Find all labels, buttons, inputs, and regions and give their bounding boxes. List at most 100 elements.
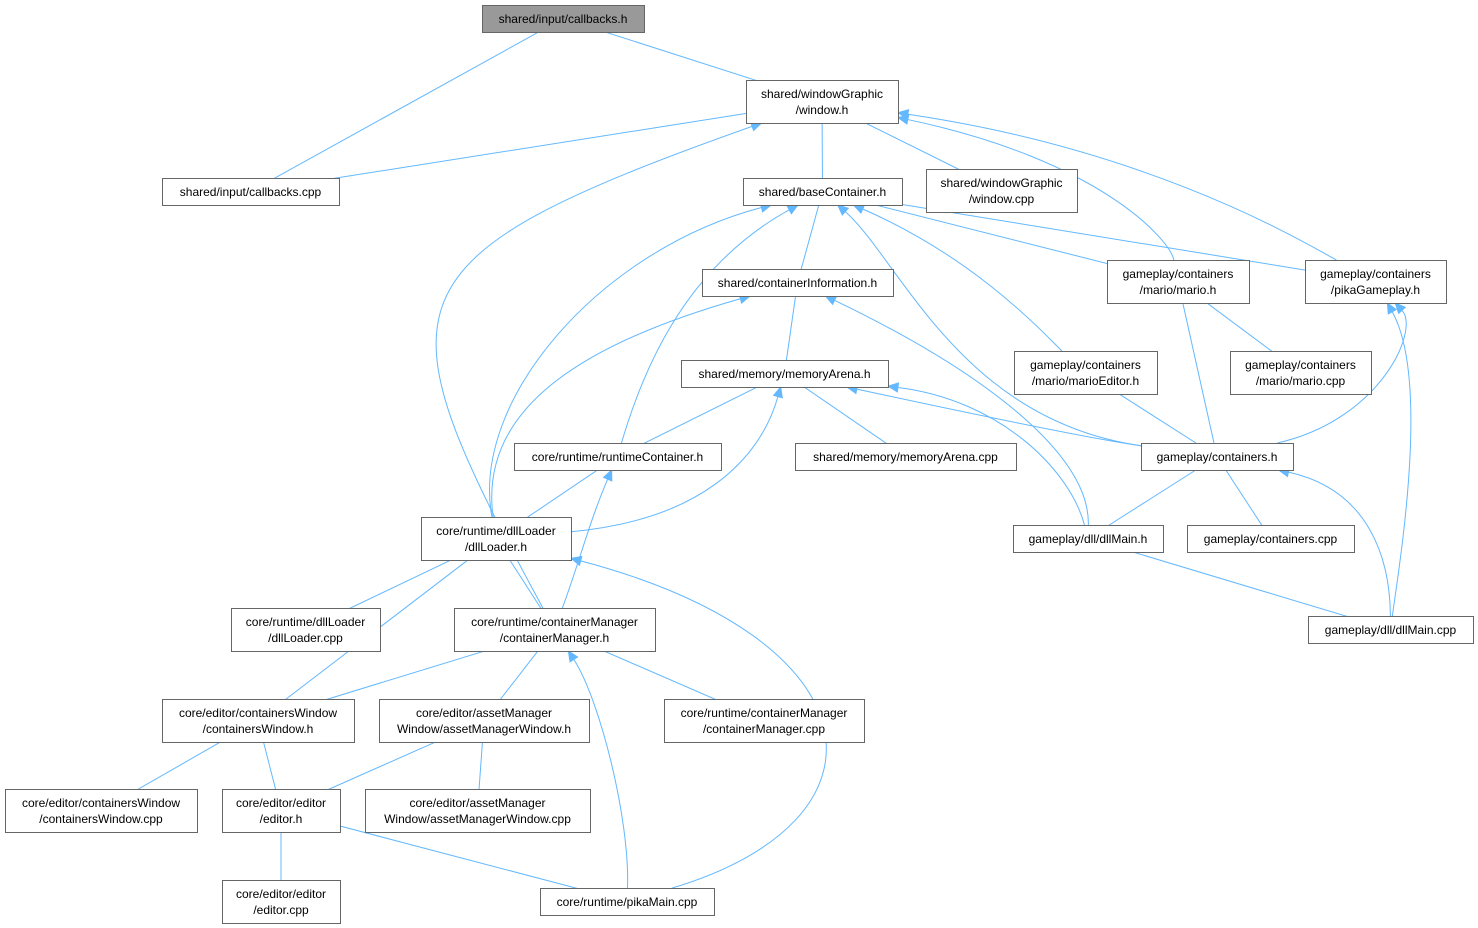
node-ed-cpp[interactable]: core/editor/editor/editor.cpp <box>222 880 341 924</box>
node-box <box>1141 443 1294 471</box>
node-label: shared/input/callbacks.cpp <box>180 185 322 199</box>
node-box <box>162 699 355 743</box>
node-label: core/runtime/dllLoader <box>246 615 365 629</box>
node-box <box>540 888 715 916</box>
arrowhead-icon <box>786 204 800 215</box>
arrowhead-icon <box>886 382 900 393</box>
node-label: core/editor/containersWindow <box>22 796 180 810</box>
edge-dll_h-to-ci_h <box>491 293 752 518</box>
node-label: gameplay/containers.cpp <box>1204 532 1338 546</box>
edge-line <box>784 292 797 374</box>
node-ed-h[interactable]: core/editor/editor/editor.h <box>222 789 341 833</box>
node-box <box>421 517 572 561</box>
edge-line <box>907 113 1337 261</box>
node-label: core/editor/assetManager <box>416 706 552 720</box>
node-box <box>454 608 656 652</box>
node-box <box>702 269 894 297</box>
node-mario-h[interactable]: gameplay/containers/mario/mario.h <box>1107 260 1250 304</box>
node-cw-h[interactable]: core/editor/containersWindow/containersW… <box>162 699 355 743</box>
node-label: core/editor/assetManager <box>409 796 545 810</box>
node-box <box>222 880 341 924</box>
node-box <box>795 443 1017 471</box>
node-label: shared/baseContainer.h <box>759 185 886 199</box>
node-label: /mario/mario.cpp <box>1256 374 1346 388</box>
node-label: shared/containerInformation.h <box>718 276 877 290</box>
arrowhead-icon <box>836 204 850 216</box>
node-label: core/editor/editor <box>236 887 326 901</box>
node-label: shared/memory/memoryArena.h <box>698 367 870 381</box>
node-cb-cpp[interactable]: shared/input/callbacks.cpp <box>162 178 340 206</box>
node-box <box>162 178 340 206</box>
edge-line <box>489 207 762 518</box>
arrowhead-icon <box>852 204 866 215</box>
node-cm-h[interactable]: core/runtime/containerManager/containerM… <box>454 608 656 652</box>
node-label: /window.h <box>796 103 849 117</box>
node-label: core/runtime/runtimeContainer.h <box>532 450 703 464</box>
edge-line <box>561 478 609 609</box>
node-label: /editor.h <box>260 812 303 826</box>
edge-line <box>620 209 790 444</box>
node-label: /editor.cpp <box>253 903 309 917</box>
node-label: gameplay/dll/dllMain.cpp <box>1325 623 1457 637</box>
edge-cont_h-to-base_h <box>836 204 1142 447</box>
arrowhead-icon <box>824 295 838 306</box>
node-label: /containersWindow.h <box>203 722 314 736</box>
node-label: core/runtime/dllLoader <box>436 524 555 538</box>
node-box <box>1230 351 1372 395</box>
edge-cb_cpp-to-win_h <box>250 97 824 192</box>
node-label: /pikaGameplay.h <box>1331 283 1420 297</box>
node-ma-cpp[interactable]: shared/memory/memoryArena.cpp <box>795 443 1017 471</box>
node-box <box>482 5 645 33</box>
node-box <box>1013 525 1164 553</box>
node-label: core/editor/containersWindow <box>179 706 337 720</box>
edge-cont_h-to-mario_h <box>1175 280 1218 457</box>
node-label: shared/input/callbacks.h <box>499 12 628 26</box>
arrowhead-icon <box>1394 302 1407 315</box>
node-label: gameplay/containers <box>1245 358 1356 372</box>
node-box <box>926 169 1078 213</box>
node-rc-h[interactable]: core/runtime/runtimeContainer.h <box>514 443 722 471</box>
node-dll-h[interactable]: core/runtime/dllLoader/dllLoader.h <box>421 517 572 561</box>
node-dllMain-h[interactable]: gameplay/dll/dllMain.h <box>1013 525 1164 553</box>
node-win-cpp[interactable]: shared/windowGraphic/window.cpp <box>926 169 1078 213</box>
edge-dllMain_cpp-to-pika_h <box>1386 301 1412 617</box>
node-cw-cpp[interactable]: core/editor/containersWindow/containersW… <box>5 789 198 833</box>
node-cm-cpp[interactable]: core/runtime/containerManager/containerM… <box>664 699 865 743</box>
node-box <box>1308 616 1474 644</box>
node-box <box>514 443 722 471</box>
node-label: core/editor/editor <box>236 796 326 810</box>
node-ma-h[interactable]: shared/memory/memoryArena.h <box>681 360 889 388</box>
node-label: Window/assetManagerWindow.h <box>397 722 571 736</box>
node-amw-cpp[interactable]: core/editor/assetManagerWindow/assetMana… <box>365 789 591 833</box>
node-mario-cpp[interactable]: gameplay/containers/mario/mario.cpp <box>1230 351 1372 395</box>
node-box <box>222 789 341 833</box>
node-cont-cpp[interactable]: gameplay/containers.cpp <box>1187 525 1355 553</box>
edge-marioEd-to-base_h <box>852 204 1063 352</box>
node-dll-cpp[interactable]: core/runtime/dllLoader/dllLoader.cpp <box>231 608 381 652</box>
node-base-h[interactable]: shared/baseContainer.h <box>743 178 903 206</box>
arrowhead-icon <box>602 468 613 482</box>
edge-pika_h-to-win_h <box>896 109 1337 261</box>
node-dllMain-cpp[interactable]: gameplay/dll/dllMain.cpp <box>1308 616 1474 644</box>
arrowhead-icon <box>1386 301 1398 315</box>
node-cont-h[interactable]: gameplay/containers.h <box>1141 443 1294 471</box>
node-ci-h[interactable]: shared/containerInformation.h <box>702 269 894 297</box>
node-box <box>1305 260 1447 304</box>
node-cb-h[interactable]: shared/input/callbacks.h <box>482 5 645 33</box>
node-box <box>1107 260 1250 304</box>
node-amw-h[interactable]: core/editor/assetManagerWindow/assetMana… <box>379 699 590 743</box>
node-label: gameplay/containers.h <box>1157 450 1278 464</box>
node-pika-cpp[interactable]: core/runtime/pikaMain.cpp <box>540 888 715 916</box>
node-label: /mario/mario.h <box>1140 283 1217 297</box>
edge-line <box>1097 540 1391 630</box>
edge-line <box>834 299 1089 526</box>
node-box <box>379 699 590 743</box>
edge-cont_h-to-pika_h <box>1277 302 1407 444</box>
node-marioEd[interactable]: gameplay/containers/mario/marioEditor.h <box>1014 351 1158 395</box>
node-label: shared/windowGraphic <box>761 87 883 101</box>
node-label: /dllLoader.h <box>465 540 527 554</box>
node-pika-h[interactable]: gameplay/containers/pikaGameplay.h <box>1305 260 1447 304</box>
node-win-h[interactable]: shared/windowGraphic/window.h <box>746 80 899 124</box>
edge-line <box>250 22 555 192</box>
edge-pika_cpp-to-cm_h <box>567 649 629 889</box>
